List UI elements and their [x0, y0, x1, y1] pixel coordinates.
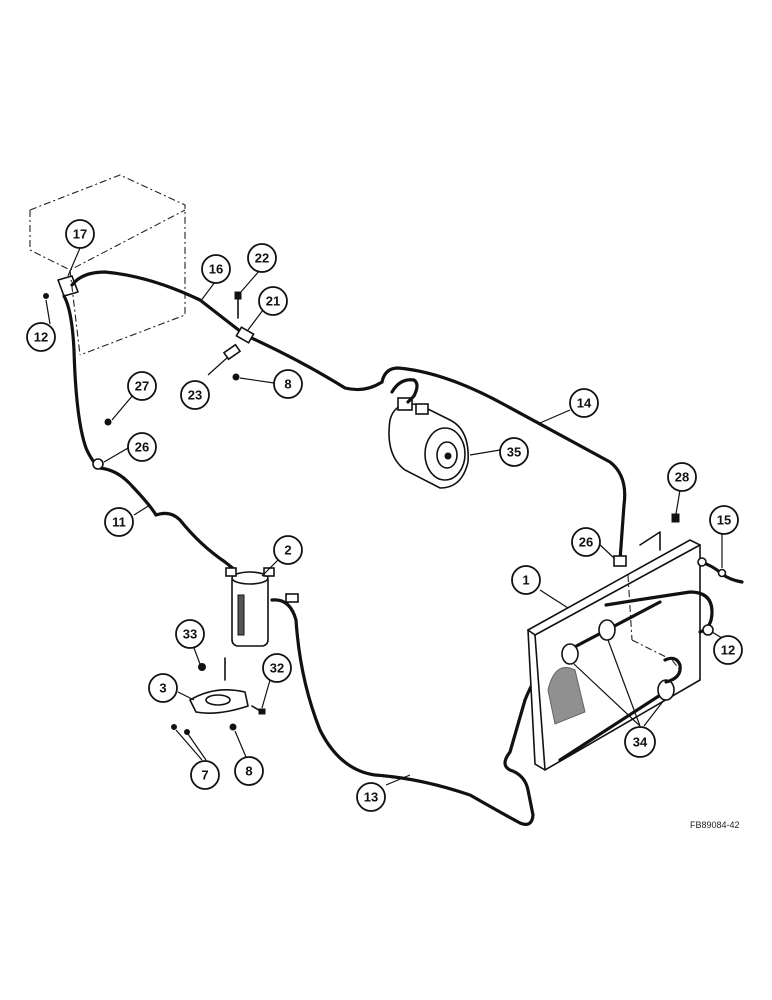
- callout-label: 32: [270, 661, 284, 676]
- fitting-13: [285, 593, 299, 603]
- fitting-26-lower: [613, 555, 627, 567]
- callout-label: 33: [183, 627, 197, 642]
- callout-label: 12: [721, 643, 735, 658]
- callout-2: 2: [273, 535, 303, 565]
- callout-label: 28: [675, 470, 689, 485]
- nut-8-lower: [229, 723, 237, 731]
- bolt-32: [251, 705, 266, 715]
- callout-label: 8: [245, 764, 252, 779]
- hose-16: [70, 270, 384, 392]
- grommets-34: [558, 600, 682, 762]
- leader-lines: [45, 247, 723, 786]
- callout-8-lower: 8: [234, 756, 264, 786]
- callout-label: 8: [284, 377, 291, 392]
- callout-label: 26: [579, 535, 593, 550]
- fitting-27: [104, 418, 112, 426]
- callout-12-lower: 12: [713, 635, 743, 665]
- fitting-17: [43, 275, 79, 299]
- callout-16: 16: [201, 254, 231, 284]
- hose-11: [62, 294, 237, 572]
- callout-17: 17: [65, 219, 95, 249]
- evaporator-housing: [29, 174, 186, 356]
- hose-13: [270, 598, 547, 826]
- bracket-3: [188, 657, 249, 714]
- receiver-dryer-2: [225, 567, 275, 647]
- callout-label: 12: [34, 330, 48, 345]
- callout-label: 23: [188, 388, 202, 403]
- callout-33: 33: [175, 619, 205, 649]
- callout-label: 1: [522, 573, 529, 588]
- callout-21: 21: [258, 286, 288, 316]
- callout-label: 3: [159, 681, 166, 696]
- callout-label: 14: [577, 396, 592, 411]
- callout-34: 34: [624, 726, 656, 758]
- hose-14: [380, 366, 627, 562]
- callout-label: 26: [135, 440, 149, 455]
- callout-35: 35: [499, 437, 529, 467]
- screws-7: [171, 724, 190, 735]
- callout-28: 28: [667, 462, 697, 492]
- callout-label: 17: [73, 227, 87, 242]
- callout-7: 7: [190, 760, 220, 790]
- callout-label: 21: [266, 294, 280, 309]
- clamp-21: [222, 291, 255, 381]
- callout-label: 27: [135, 379, 149, 394]
- callout-label: 11: [112, 515, 126, 530]
- fitting-26-upper: [92, 458, 104, 470]
- hose-12-lower: [604, 590, 714, 634]
- callout-label: 15: [717, 513, 731, 528]
- callout-label: 35: [507, 445, 521, 460]
- compressor-35: [388, 397, 469, 489]
- callout-14: 14: [569, 388, 599, 418]
- callout-13: 13: [356, 782, 386, 812]
- callout-22: 22: [247, 243, 277, 273]
- callout-8-upper: 8: [273, 369, 303, 399]
- callout-32: 32: [262, 653, 292, 683]
- callout-26-lower: 26: [571, 527, 601, 557]
- callout-12-upper: 12: [26, 322, 56, 352]
- callout-1: 1: [511, 565, 541, 595]
- callout-23: 23: [180, 380, 210, 410]
- callout-26-upper: 26: [127, 432, 157, 462]
- callout-label: 2: [284, 543, 291, 558]
- callout-11: 11: [104, 507, 134, 537]
- callout-label: 13: [364, 790, 378, 805]
- bracket-28: [639, 513, 680, 551]
- callout-label: 7: [201, 768, 208, 783]
- callout-27: 27: [127, 371, 157, 401]
- drawing-reference-code: FB89084-42: [690, 820, 740, 830]
- callout-label: 34: [633, 735, 648, 750]
- callout-label: 22: [255, 251, 269, 266]
- nut-33: [198, 663, 206, 671]
- callout-3: 3: [148, 673, 178, 703]
- callout-15: 15: [709, 505, 739, 535]
- callout-label: 16: [209, 262, 223, 277]
